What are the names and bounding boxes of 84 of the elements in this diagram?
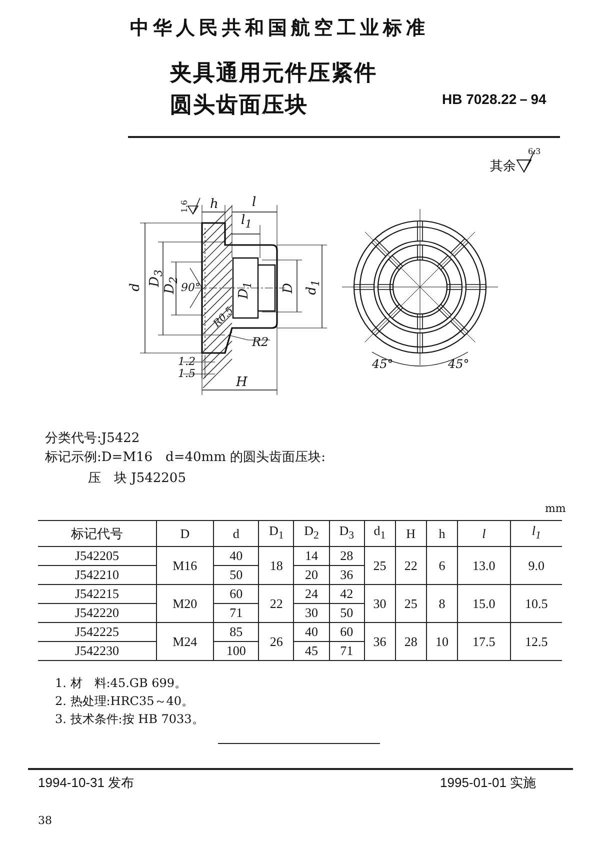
table-cell: J542205 [38,546,156,566]
unit-label: mm [545,503,566,516]
table-cell: M16 [156,546,214,584]
table-cell: 12.5 [510,622,562,660]
table-cell: 50 [329,604,364,622]
note-text: 2. 热处理:HRC35～40。 [55,695,194,708]
standard-header: 中华人民共和国航空工业标准 [130,18,429,39]
note-text: 分类代号:J5422 [45,432,140,446]
table-cell: J542220 [38,604,156,622]
table-cell: 10.5 [510,584,562,622]
table-cell: 71 [329,642,364,660]
title-text: 夹具通用元件压紧件圆头齿面压块 [170,60,378,120]
note-text: 3. 技术条件:按 HB 7033。 [55,713,204,726]
dimension-label: D [282,282,296,294]
table-cell: J542230 [38,642,156,660]
page-number: 38 [38,815,52,828]
column-header: d [213,520,259,546]
note-text: 标记示例:D=M16 d=40mm 的圆头齿面压块: [45,451,326,466]
roughness-value: 6.3 [528,148,541,157]
table-cell: 40 [213,546,259,566]
dimension-label: h [210,198,218,212]
table-cell: J542210 [38,566,156,584]
column-header: H [395,520,426,546]
column-header: 标记代号 [38,520,156,546]
table-cell: 40 [294,622,330,642]
table-cell: 28 [329,546,364,566]
column-header: h [426,520,458,546]
note-text: 其余 [490,160,516,174]
column-header: D$_{1}$ [258,520,294,546]
note-text: 1. 材 料:45.GB 699。 [55,677,187,690]
table-cell: 6 [426,546,458,584]
table-cell: 22 [258,584,294,622]
dimension-label: 45° [448,358,470,372]
dimension-label: 45° [372,358,394,372]
table-cell: 36 [364,622,396,660]
dimension-label: 90° [181,282,200,294]
table-cell: 42 [329,584,364,604]
note-text: 压 块 J542205 [88,472,186,486]
dimension-label: l$_{1}$ [241,214,252,230]
table-cell: 26 [258,622,294,660]
table-cell: 30 [294,604,330,622]
table-cell: 13.0 [458,546,510,584]
footer-text: 1994-10-31 发布 [38,776,134,790]
roughness-value: 1.6 [180,200,190,213]
table-cell: 10 [426,622,458,660]
table-cell: 50 [213,566,259,584]
table-cell: 45 [294,642,330,660]
table-cell: 25 [395,584,426,622]
table-cell: 25 [364,546,396,584]
column-header: D [156,520,214,546]
table-cell: 20 [294,566,330,584]
dimension-label: H [236,376,248,390]
dimension-label: R2 [252,336,269,350]
table-cell: M24 [156,622,214,660]
column-header: l [458,520,510,546]
column-header: d$_{1}$ [364,520,396,546]
table-cell: 14 [294,546,330,566]
table-cell: 60 [329,622,364,642]
table-cell: 100 [213,642,259,660]
table-cell: 8 [426,584,458,622]
table-cell: 30 [364,584,396,622]
table-cell: 18 [258,546,294,584]
table-cell: 15.0 [458,584,510,622]
table-cell: M20 [156,584,214,622]
table-cell: 22 [395,546,426,584]
table-cell: 85 [213,622,259,642]
table-cell: J542225 [38,622,156,642]
table-cell: 36 [329,566,364,584]
table-cell: 9.0 [510,546,562,584]
column-header: D$_{2}$ [294,520,330,546]
table-cell: 60 [213,584,259,604]
footer-text: 1995-01-01 实施 [440,776,536,790]
dimension-label: l [252,196,256,210]
column-header: l$_{1}$ [510,520,562,546]
table-cell: 17.5 [458,622,510,660]
table-cell: J542215 [38,584,156,604]
table-cell: 24 [294,584,330,604]
standard-number: HB 7028.22－94 [442,92,546,108]
dimension-label: 1.2 [178,356,196,368]
column-header: D$_{3}$ [329,520,364,546]
dimension-label: d [129,282,144,292]
table-cell: 71 [213,604,259,622]
dimension-label: 1.5 [178,368,196,380]
table-cell: 28 [395,622,426,660]
